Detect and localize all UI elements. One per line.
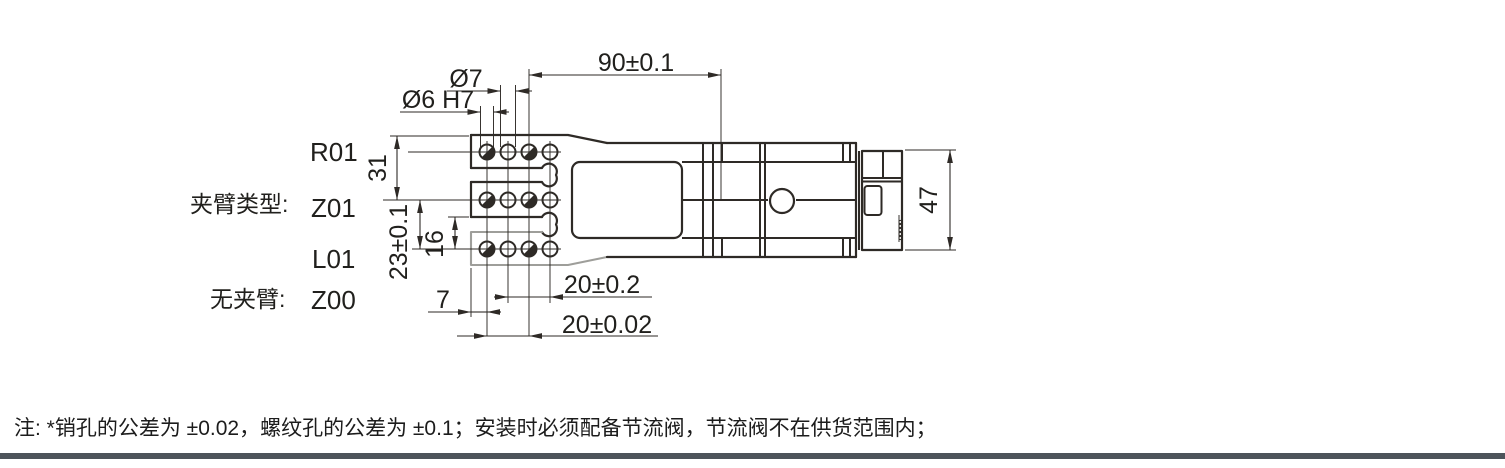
rear-block-outline xyxy=(858,149,904,252)
arm-holes xyxy=(478,143,559,258)
dim-arm-gap: 16 xyxy=(421,230,449,258)
dim-pin-hole-pitch: 20±0.02 xyxy=(562,311,652,339)
arm-type-r01: R01 xyxy=(310,137,358,167)
fork-arms-outline xyxy=(469,133,609,267)
dim-pin-hole-dia: Ø6 H7 xyxy=(402,86,474,114)
dim-tip-offset: 7 xyxy=(436,286,450,314)
dim-body-height: 47 xyxy=(915,186,943,214)
dim-thread-hole-pitch: 20±0.2 xyxy=(564,271,640,299)
no-arm-z00: Z00 xyxy=(311,285,356,315)
dim-arm-top-height: 31 xyxy=(364,154,392,182)
no-arm-label: 无夹臂: xyxy=(210,286,286,312)
bottom-divider xyxy=(0,453,1505,459)
gripper-body-outline xyxy=(570,141,858,259)
body-center-hole xyxy=(768,187,796,215)
arm-type-z01: Z01 xyxy=(311,193,356,223)
dim-body-length: 90±0.1 xyxy=(598,49,674,77)
tolerance-note: 注: *销孔的公差为 ±0.02，螺纹孔的公差为 ±0.1；安装时必须配备节流阀… xyxy=(14,417,937,440)
arm-type-l01: L01 xyxy=(312,244,356,274)
arm-type-label: 夹臂类型: xyxy=(190,191,289,217)
construction-lines xyxy=(383,69,956,336)
dimension-lines xyxy=(394,72,953,339)
dim-arm-pitch: 23±0.1 xyxy=(385,204,413,280)
dimension-texts: Ø7 Ø6 H7 90±0.1 31 23±0.1 16 7 20±0.2 20… xyxy=(364,49,943,339)
dim-thread-hole-dia: Ø7 xyxy=(449,65,482,93)
thread-serration-marks xyxy=(898,219,903,241)
